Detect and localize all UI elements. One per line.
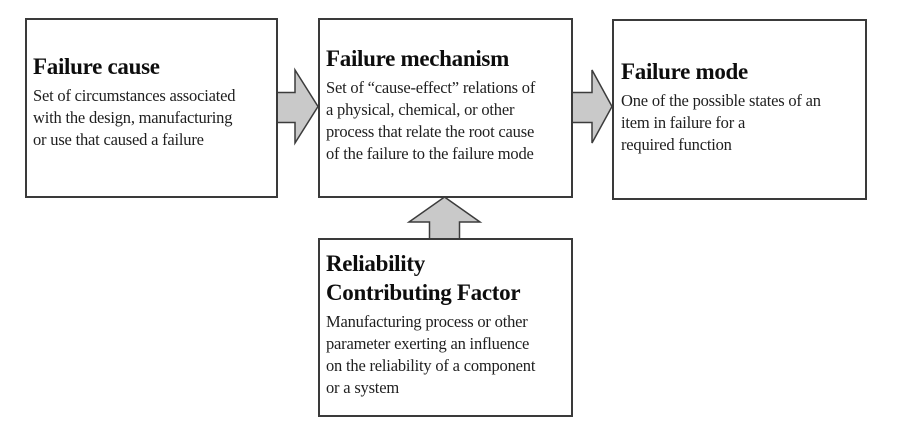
description-line: or use that caused a failure — [33, 130, 204, 149]
reliability-contributing-factor-title: Reliability Contributing Factor — [326, 249, 567, 307]
failure-cause-box: Failure cause Set of circumstances assoc… — [25, 18, 278, 198]
failure-cause-description: Set of circumstances associated with the… — [33, 85, 272, 151]
description-line: on the reliability of a component — [326, 356, 536, 375]
description-line: Set of circumstances associated — [33, 86, 236, 105]
arrow-right-mechanism-to-mode-icon — [570, 69, 613, 144]
description-line: Manufacturing process or other — [326, 312, 528, 331]
reliability-contributing-factor-box: Reliability Contributing Factor Manufact… — [318, 238, 573, 417]
failure-mode-box: Failure mode One of the possible states … — [612, 19, 867, 200]
arrow-up-rcf-to-mechanism-icon — [406, 196, 483, 240]
description-line: Set of “cause-effect” relations of — [326, 78, 536, 97]
description-line: or a system — [326, 378, 399, 397]
failure-mode-description: One of the possible states of an item in… — [621, 90, 861, 156]
description-line: with the design, manufacturing — [33, 108, 233, 127]
failure-mechanism-title: Failure mechanism — [326, 46, 509, 71]
failure-mechanism-description: Set of “cause-effect” relations of a phy… — [326, 77, 567, 165]
failure-mechanism-box: Failure mechanism Set of “cause-effect” … — [318, 18, 573, 198]
description-line: parameter exerting an influence — [326, 334, 530, 353]
arrow-right-cause-to-mechanism-icon — [276, 67, 319, 146]
failure-cause-title: Failure cause — [33, 54, 160, 79]
description-line: process that relate the root cause — [326, 122, 535, 141]
reliability-contributing-factor-description: Manufacturing process or other parameter… — [326, 311, 567, 399]
description-line: item in failure for a — [621, 113, 746, 132]
title-line: Contributing Factor — [326, 280, 521, 305]
description-line: of the failure to the failure mode — [326, 144, 534, 163]
description-line: required function — [621, 135, 732, 154]
title-line: Reliability — [326, 251, 425, 276]
failure-mode-title: Failure mode — [621, 59, 748, 84]
description-line: One of the possible states of an — [621, 91, 821, 110]
description-line: a physical, chemical, or other — [326, 100, 515, 119]
